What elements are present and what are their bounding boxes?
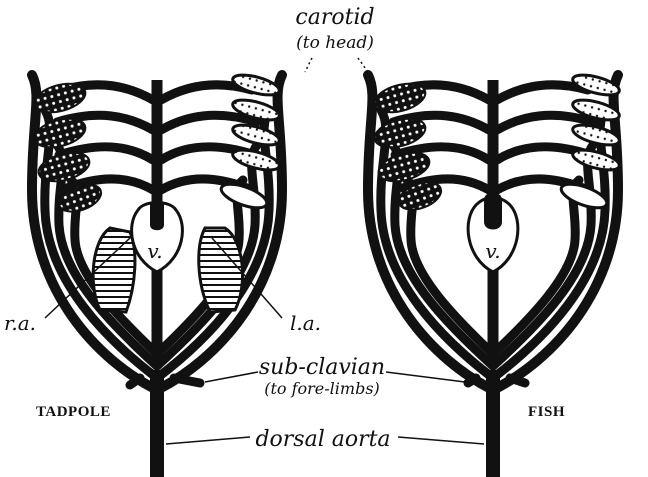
carotid-arrows — [305, 58, 368, 72]
tadpole-left-atrium — [199, 228, 243, 312]
fish-ventricle-label: v. — [485, 239, 500, 263]
tadpole-ventricle-label: v. — [147, 239, 162, 263]
tadpole-gill-8 — [231, 146, 282, 174]
tadpole-conus — [150, 200, 164, 231]
tadpole-subclavian-right — [174, 378, 200, 383]
fish-label: FISH — [528, 404, 565, 420]
dorsal-aorta-label: dorsal aorta — [255, 427, 390, 452]
right-atrium-label: r.a. — [4, 311, 36, 335]
fish-subclavian-right — [510, 378, 525, 383]
tadpole-gill-7 — [231, 121, 282, 149]
carotid-label: carotid — [295, 5, 374, 30]
carotid-note-label: (to head) — [296, 33, 374, 53]
tadpole-gill-5 — [231, 71, 282, 99]
tadpole-subclavian-left — [130, 378, 140, 385]
subclavian-note-label: (to fore-limbs) — [264, 379, 380, 398]
fish-subclavian-left — [468, 378, 476, 383]
fish-heart-diagram: v. — [368, 71, 621, 477]
tadpole-label: TADPOLE — [36, 404, 111, 420]
tadpole-right-atrium — [93, 228, 135, 312]
left-atrium-label: l.a. — [290, 311, 321, 335]
fish-conus — [484, 193, 502, 230]
subclavian-label: sub-clavian — [259, 355, 385, 380]
